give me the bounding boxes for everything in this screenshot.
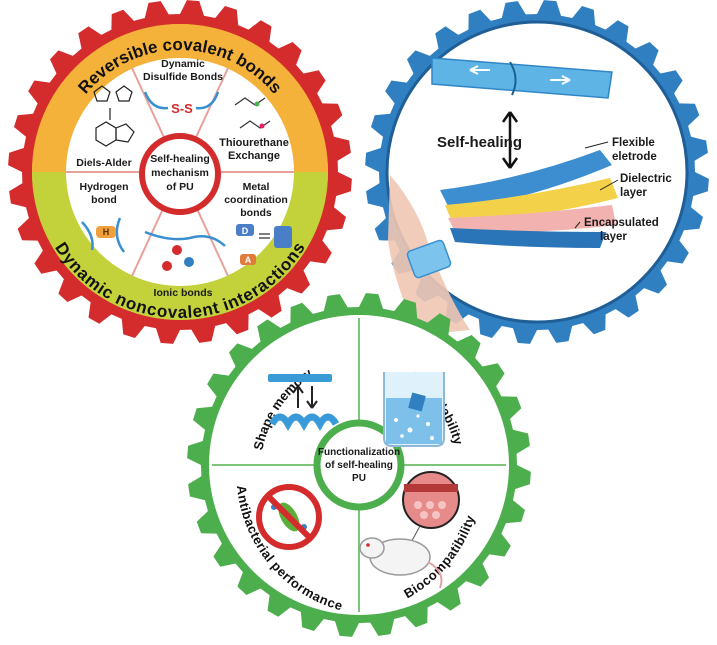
red-gear: Reversible covalent bonds Dynamic noncov… [8, 0, 352, 344]
blue-gear: Self-healing Flexible eletrode Dielectri… [365, 0, 709, 344]
equilibrium-arrows-icon [259, 233, 270, 239]
cation-dot [172, 245, 182, 255]
green-center-label-1: Functionalization [318, 447, 400, 458]
tissue-layer [404, 484, 458, 492]
diels-alder-molecule [93, 85, 135, 147]
mouse-tail [427, 561, 443, 589]
self-healing-label: Self-healing [437, 134, 522, 151]
disulfide-chains [143, 91, 220, 110]
diels-alder-label: Diels-Alder [76, 157, 131, 169]
dielectric-label-1: Dielectric [620, 173, 672, 185]
acceptor-glyph: A [245, 255, 252, 265]
acceptor-block [240, 254, 256, 265]
complex-block [274, 226, 292, 248]
stretched-film [431, 57, 613, 99]
blue-gear-rim [385, 20, 689, 324]
metal-label-1: Metal [243, 181, 270, 193]
film-dielectric [445, 178, 618, 222]
hydrogen-chains [81, 217, 126, 253]
double-arrow-icon [501, 111, 519, 169]
disulfide-glyph: S-S [171, 101, 193, 116]
thiourethane-label-1: Thiourethane [219, 137, 289, 149]
flexible-label-2: eletrode [612, 151, 657, 163]
cation-dot-2 [162, 261, 172, 271]
dielectric-label-2: layer [620, 187, 647, 199]
disulfide-label-2: Disulfide Bonds [143, 71, 223, 83]
hydrogen-label-2: bond [91, 194, 117, 206]
encapsulated-label-2: layer [600, 231, 627, 243]
tissue-cells [414, 501, 446, 519]
hydrogen-glyph: H [103, 227, 110, 237]
down-arrow-icon [306, 386, 318, 409]
degrading-film [408, 392, 426, 412]
mouse-head [359, 537, 385, 559]
hydrogen-badge [96, 226, 116, 238]
crack-mark [509, 61, 517, 96]
coiled-strip [268, 413, 340, 432]
prohibition-slash [265, 493, 313, 541]
tissue-section [402, 471, 460, 529]
donor-block [236, 224, 254, 236]
green-gear: Functionalization of self-healing PU Sha… [187, 293, 531, 637]
disulfide-label-1: Dynamic [161, 58, 205, 70]
dielectric-pointer [599, 179, 619, 191]
green-center-label-3: PU [352, 473, 366, 484]
encapsulated-label-1: Encapsulated [584, 217, 659, 229]
film-base [450, 228, 606, 248]
mouse-eye [366, 543, 370, 547]
center-label-2: mechanism [151, 167, 209, 179]
encapsulated-pointer [574, 221, 581, 229]
green-center-label-2: of self-healing [325, 460, 393, 471]
center-label-3: of PU [166, 181, 193, 193]
metal-label-3: bonds [240, 207, 272, 219]
flexible-label-1: Flexible [612, 137, 655, 149]
left-arrow-icon [469, 65, 490, 75]
thiourethane-label-2: Exchange [228, 150, 280, 162]
red-center-ring [139, 133, 221, 215]
atom-pink [259, 123, 265, 129]
anion-dot [184, 257, 194, 267]
center-label-1: Self-healing [150, 153, 210, 165]
straight-strip [268, 374, 332, 382]
bubbles [394, 414, 434, 440]
green-center-ring [313, 419, 405, 511]
atom-green [254, 101, 260, 107]
skin-patch [406, 239, 452, 279]
metal-label-2: coordination [224, 194, 288, 206]
hydrogen-label-1: Hydrogen [79, 181, 128, 193]
flexible-pointer [584, 141, 609, 149]
ionic-label: Ionic bonds [154, 287, 213, 299]
film-encapsulated [448, 205, 616, 233]
film-electrode [440, 150, 612, 210]
right-arrow-icon [550, 75, 571, 85]
donor-glyph: D [242, 226, 249, 236]
ionic-chains [144, 230, 226, 247]
up-arrow-icon [292, 385, 304, 408]
thiourethane-molecule [234, 97, 271, 129]
